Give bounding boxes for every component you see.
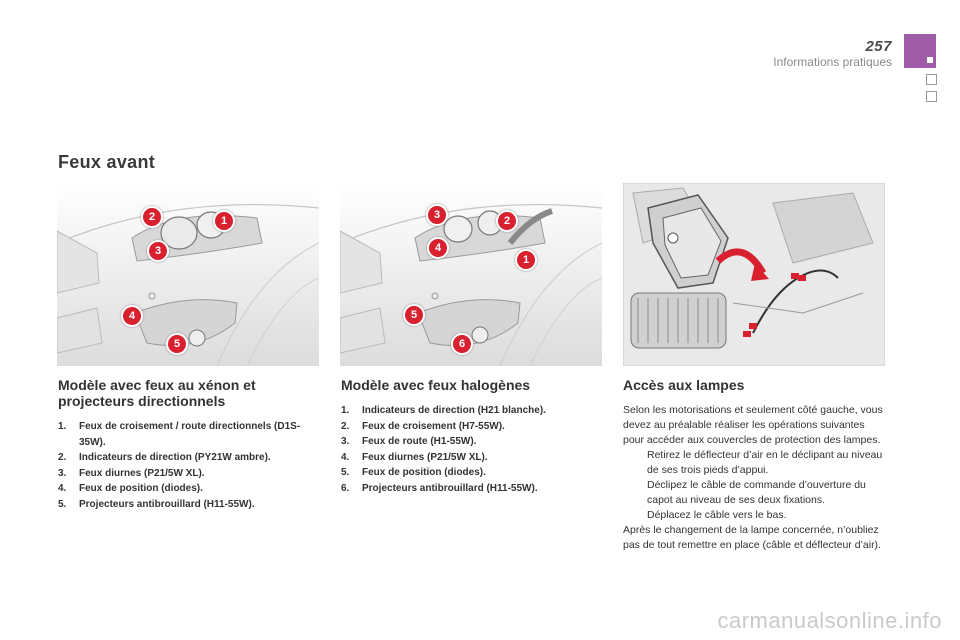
xenon-bulb-list: 1. Feux de croisement / route directionne… xyxy=(58,419,323,512)
access-step: Déclipez le câble de commande d’ouvertur… xyxy=(623,478,885,508)
item-text: Feux de croisement / route directionnels… xyxy=(79,421,301,448)
list-item: 2. Feux de croisement (H7-55W). xyxy=(341,419,603,435)
tab-mark xyxy=(927,57,933,63)
chapter-tab-empty-2[interactable] xyxy=(926,91,937,102)
item-number: 4. xyxy=(58,483,67,494)
callout-1: 1 xyxy=(213,210,235,232)
step-text: Déclipez le câble de commande d’ouvertur… xyxy=(647,479,866,506)
item-text: Feux diurnes (P21/5W XL). xyxy=(79,467,205,479)
item-text: Feux de route (H1-55W). xyxy=(362,436,477,447)
callout-1: 1 xyxy=(515,249,537,271)
page-title: Feux avant xyxy=(58,152,156,172)
access-section-title: Accès aux lampes xyxy=(623,377,745,393)
halogen-section: Modèle avec feux halogènes 1. Indicateurs… xyxy=(341,377,603,496)
list-item: 1. Feux de croisement / route directionne… xyxy=(58,419,323,450)
list-item: 3. Feux diurnes (P21/5W XL). xyxy=(58,466,323,482)
item-text: Projecteurs antibrouillard (H11-55W). xyxy=(362,482,538,494)
item-number: 6. xyxy=(341,482,350,494)
item-text: Feux de position (diodes). xyxy=(79,483,203,494)
step-text: Retirez le déflecteur d’air en le déclip… xyxy=(647,449,883,476)
access-step: Retirez le déflecteur d’air en le déclip… xyxy=(623,448,885,478)
item-text: Indicateurs de direction (H21 blanche). xyxy=(362,405,546,416)
access-section: Accès aux lampes Selon les motorisations… xyxy=(623,377,885,553)
callout-4: 4 xyxy=(427,237,449,259)
checkbox-bullet-icon xyxy=(623,508,647,523)
list-item: 4. Feux de position (diodes). xyxy=(58,481,323,497)
callout-2: 2 xyxy=(496,210,518,232)
access-outro: Après le changement de la lampe concerné… xyxy=(623,524,881,551)
item-text: Projecteurs antibrouillard (H11-55W). xyxy=(79,498,255,510)
chapter-tab[interactable] xyxy=(904,34,936,68)
checkbox-bullet-icon xyxy=(623,478,647,508)
callout-2: 2 xyxy=(141,206,163,228)
item-number: 1. xyxy=(58,421,67,432)
callout-4: 4 xyxy=(121,305,143,327)
step-text: Déplacez le câble vers le bas. xyxy=(647,509,787,521)
halogen-bulb-list: 1. Indicateurs de direction (H21 blanche)… xyxy=(341,403,603,496)
item-text: Feux de position (diodes). xyxy=(362,467,486,478)
list-item: 5. Projecteurs antibrouillard (H11-55W). xyxy=(58,497,323,513)
list-item: 5. Feux de position (diodes). xyxy=(341,465,603,481)
page-number: 257 xyxy=(865,38,892,55)
list-item: 2. Indicateurs de direction (PY21W ambre)… xyxy=(58,450,323,466)
checkbox-bullet-icon xyxy=(623,448,647,478)
access-intro: Selon les motorisations et seulement côt… xyxy=(623,404,883,446)
xenon-headlamp-illustration: 1 2 3 4 5 xyxy=(57,183,319,366)
item-number: 1. xyxy=(341,405,350,416)
callout-6: 6 xyxy=(451,333,473,355)
item-number: 2. xyxy=(58,452,67,463)
item-number: 5. xyxy=(58,498,67,510)
halogen-headlamp-illustration: 1 2 3 4 5 6 xyxy=(340,183,602,366)
item-number: 3. xyxy=(58,467,67,479)
access-step: Déplacez le câble vers le bas. xyxy=(623,508,885,523)
xenon-section-title: Modèle avec feux au xénon et projecteurs… xyxy=(58,377,256,409)
watermark: carmanualsonline.info xyxy=(717,608,942,633)
callout-5: 5 xyxy=(166,333,188,355)
list-item: 4. Feux diurnes (P21/5W XL). xyxy=(341,450,603,466)
chapter-tab-empty-1[interactable] xyxy=(926,74,937,85)
item-text: Feux diurnes (P21/5W XL). xyxy=(362,451,488,463)
item-text: Feux de croisement (H7-55W). xyxy=(362,420,505,432)
callout-3: 3 xyxy=(426,204,448,226)
engine-bay-illustration xyxy=(623,183,885,366)
item-text: Indicateurs de direction (PY21W ambre). xyxy=(79,452,271,463)
xenon-section: Modèle avec feux au xénon et projecteurs… xyxy=(58,377,323,512)
item-number: 4. xyxy=(341,451,350,463)
list-item: 3. Feux de route (H1-55W). xyxy=(341,434,603,450)
item-number: 5. xyxy=(341,467,350,478)
list-item: 6. Projecteurs antibrouillard (H11-55W). xyxy=(341,481,603,497)
item-number: 3. xyxy=(341,436,350,447)
halogen-section-title: Modèle avec feux halogènes xyxy=(341,377,531,393)
item-number: 2. xyxy=(341,420,350,432)
callout-3: 3 xyxy=(147,240,169,262)
callout-5: 5 xyxy=(403,304,425,326)
section-title: Informations pratiques xyxy=(773,55,892,69)
list-item: 1. Indicateurs de direction (H21 blanche)… xyxy=(341,403,603,419)
